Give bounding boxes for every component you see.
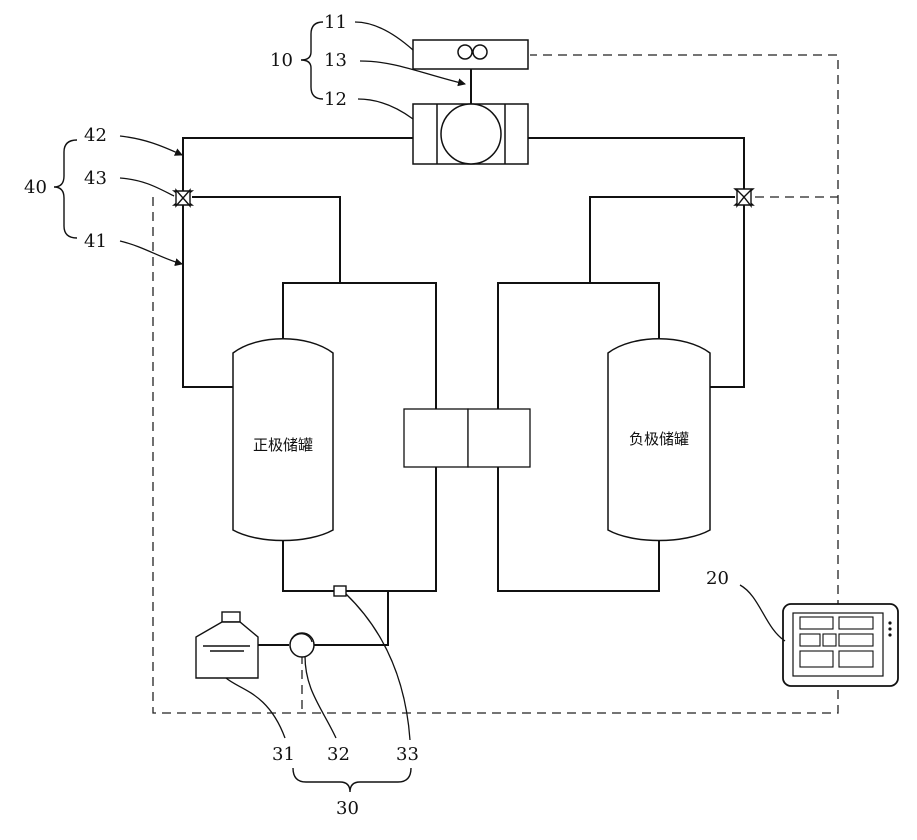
positive-tank-label: 正极储罐 — [253, 436, 313, 454]
pump-rotor-icon — [441, 104, 501, 164]
ref-32: 32 — [327, 744, 350, 765]
negative-tank: 负极储罐 — [608, 339, 710, 541]
negative-tank-label: 负极储罐 — [629, 430, 689, 448]
sensor-33-icon — [334, 586, 346, 596]
ref-11: 11 — [324, 12, 347, 33]
motor-coil-right-icon — [473, 45, 487, 59]
refill-bottle-icon — [196, 612, 258, 678]
motor-coil-left-icon — [458, 45, 472, 59]
ref-20: 20 — [706, 568, 729, 589]
tablet-button-icon — [888, 621, 891, 624]
cell-stack — [404, 409, 530, 467]
tablet-button-icon — [888, 627, 891, 630]
ref-12: 12 — [324, 89, 347, 110]
ref-42: 42 — [84, 125, 107, 146]
ref-10: 10 — [270, 50, 293, 71]
ref-31: 31 — [272, 744, 295, 765]
refill-pump-icon — [290, 633, 314, 657]
tablet-button-icon — [888, 633, 891, 636]
controller-tablet — [783, 604, 898, 686]
ref-40: 40 — [24, 177, 47, 198]
ref-13: 13 — [324, 50, 347, 71]
three-way-valve-right[interactable] — [735, 189, 753, 206]
ref-33: 33 — [396, 744, 419, 765]
pump-assembly — [413, 40, 528, 164]
ref-41: 41 — [84, 231, 107, 252]
ref-43: 43 — [84, 168, 107, 189]
ref-30: 30 — [336, 798, 359, 819]
positive-tank: 正极储罐 — [233, 339, 333, 541]
three-way-valve-left[interactable] — [174, 190, 192, 206]
